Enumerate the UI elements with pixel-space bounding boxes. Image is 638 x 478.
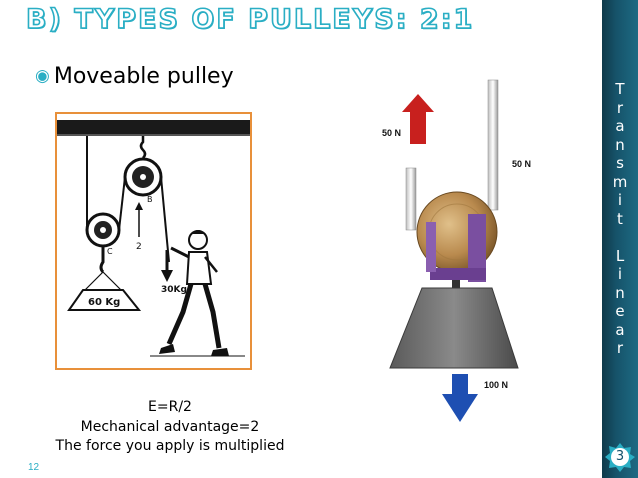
svg-text:B: B: [147, 195, 153, 204]
up-force-arrow-icon: [402, 94, 434, 144]
sidebar-letter: r: [616, 98, 624, 117]
slide-title: B) TYPES OF PULLEYS: 2:1: [25, 3, 475, 36]
left-force-label: 50 N: [382, 128, 401, 138]
sidebar-letter: a: [615, 117, 625, 135]
sidebar-letter: s: [616, 154, 624, 172]
caption-mechanical-advantage: Mechanical advantage=2: [80, 419, 260, 435]
svg-text:C: C: [107, 247, 113, 256]
badge-number: 3: [615, 449, 625, 464]
down-force-label: 100 N: [484, 380, 508, 390]
sidebar-letter: i: [617, 265, 623, 283]
effort-label: 30Kg: [161, 285, 187, 295]
sidebar-letter: n: [615, 135, 625, 154]
load-label: 60 Kg: [88, 297, 120, 308]
sidebar-letter: a: [615, 320, 625, 339]
sidebar-letter: r: [616, 339, 624, 357]
caption-formula: E=R/2: [148, 399, 192, 415]
moveable-pulley-illustration: B C 2 60 Kg 30Kg: [55, 112, 252, 370]
caption-force-note: The force you apply is multiplied: [55, 438, 285, 454]
page-number: 12: [28, 462, 40, 473]
sidebar-letter: m: [612, 172, 628, 191]
right-force-label: 50 N: [512, 159, 531, 169]
pulley-3d-render: 50 N 50 N 100 N: [360, 72, 540, 432]
sidebar-letter: L: [615, 246, 625, 265]
arrow-label: 2: [136, 242, 142, 252]
sidebar-letter: n: [615, 283, 625, 302]
sidebar-letter: i: [617, 191, 623, 209]
bullet-text: Moveable pulley: [53, 64, 234, 89]
bullet-item: ◉Moveable pulley: [35, 64, 234, 89]
down-force-arrow-icon: [442, 374, 478, 422]
sidebar-letter: e: [615, 302, 625, 320]
bullet-marker-icon: ◉: [35, 66, 50, 86]
page-badge-icon: [605, 443, 635, 472]
sidebar-letter: [602, 228, 638, 247]
sidebar-letter: T: [615, 80, 625, 98]
sidebar-letter: t: [617, 209, 623, 228]
